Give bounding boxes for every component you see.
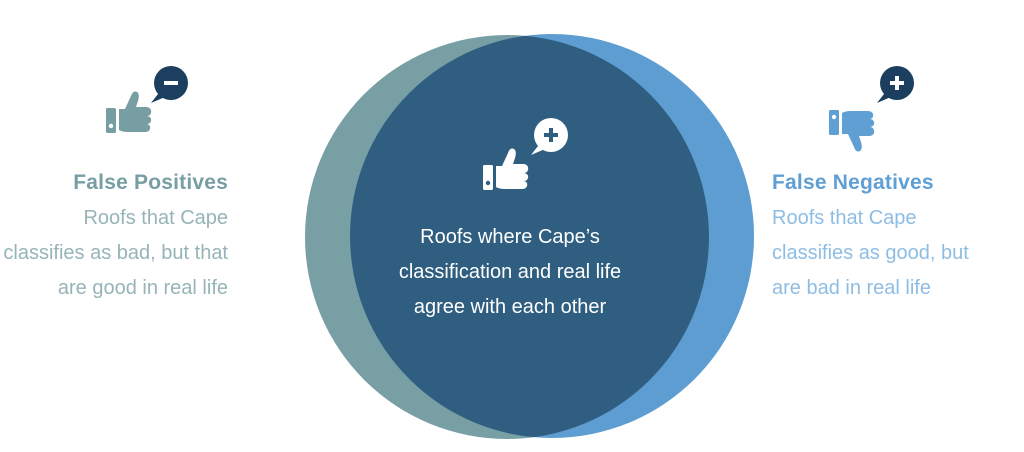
left-minus-badge-icon <box>151 66 188 103</box>
false-negatives-block: False Negatives Roofs that Cape classifi… <box>772 170 1002 306</box>
center-thumbs-up-icon <box>483 148 529 190</box>
intersection-region <box>350 35 709 438</box>
false-positives-description: Roofs that Cape classifies as bad, but t… <box>3 207 228 299</box>
false-negatives-title: False Negatives <box>772 171 934 194</box>
right-thumbs-down-icon <box>829 110 875 152</box>
agreement-description: Roofs where Cape’s classification and re… <box>398 226 622 318</box>
false-negatives-description: Roofs that Cape classifies as good, but … <box>772 207 969 299</box>
false-positives-title: False Positives <box>73 171 228 194</box>
right-plus-badge-icon <box>877 66 914 103</box>
left-thumbs-up-icon <box>106 91 152 133</box>
center-plus-badge-icon <box>531 118 568 155</box>
false-positives-block: False Positives Roofs that Cape classifi… <box>0 170 230 306</box>
